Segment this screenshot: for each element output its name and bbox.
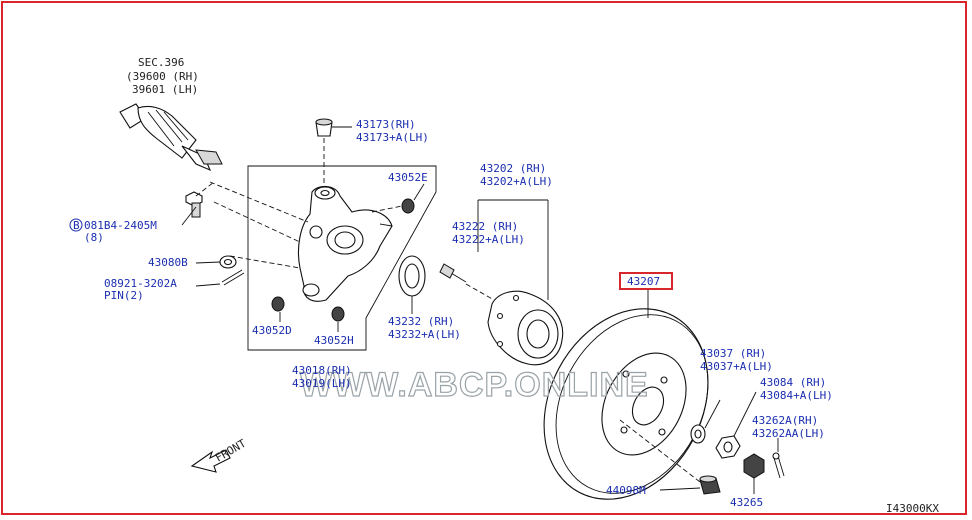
bushing-43052h[interactable] [331,306,345,322]
bolt-marker-circle [69,218,83,232]
label-43084-lh[interactable]: 43084+A(LH) [760,389,833,402]
label-43037-lh[interactable]: 43037+A(LH) [700,360,773,373]
label-pin-number[interactable]: 08921-3202A [104,277,177,290]
label-43052h[interactable]: 43052H [314,334,354,347]
washer-43037[interactable] [690,424,706,444]
label-43262-rh[interactable]: 43262A(RH) [752,414,818,427]
label-44098m[interactable]: 44098M [606,484,646,497]
label-bolt-number[interactable]: 081B4-2405M [84,219,157,232]
label-43052e[interactable]: 43052E [388,171,428,184]
bushing-43052e[interactable] [401,198,415,214]
bolt-44098m[interactable] [699,475,721,495]
front-arrow [190,449,231,473]
seal-43232[interactable] [398,255,426,297]
nut-cap[interactable] [743,453,765,479]
label-bolt-circle: B [73,219,80,232]
label-43265[interactable]: 43265 [730,496,763,509]
label-sec-lh: 39601 (LH) [132,83,198,96]
drive-shaft[interactable] [119,103,223,172]
label-43173-rh[interactable]: 43173(RH) [356,118,416,131]
label-sec-rh: (39600 (RH) [126,70,199,83]
knuckle-group-box [247,165,437,351]
label-43222-rh[interactable]: 43222 (RH) [452,220,518,233]
wheel-hub[interactable] [487,290,564,366]
drawing-code: I43000KX [886,502,939,515]
bushing-43173[interactable] [315,118,333,137]
washer-43080b[interactable] [219,255,237,269]
label-bolt-qty: (8) [84,231,104,244]
label-43262-lh[interactable]: 43262AA(LH) [752,427,825,440]
label-43222-lh[interactable]: 43222+A(LH) [452,233,525,246]
label-43202-lh[interactable]: 43202+A(LH) [480,175,553,188]
watermark: WWW.ABCP.ONLINE [300,366,649,404]
label-43207[interactable]: 43207 [627,275,660,288]
label-43232-rh[interactable]: 43232 (RH) [388,315,454,328]
label-front: FRONT [213,437,249,465]
knuckle-bolt[interactable] [185,191,203,218]
label-43232-lh[interactable]: 43232+A(LH) [388,328,461,341]
label-43037-rh[interactable]: 43037 (RH) [700,347,766,360]
label-sec: SEC.396 [138,56,184,69]
label-43202-rh[interactable]: 43202 (RH) [480,162,546,175]
label-43084-rh[interactable]: 43084 (RH) [760,376,826,389]
part-highlight-43207 [619,272,673,290]
hub-nut[interactable] [715,435,741,459]
label-pin-qty: PIN(2) [104,289,144,302]
cotter-pin[interactable] [221,269,245,286]
label-43019-lh[interactable]: 43019(LH) [292,377,352,390]
cotter-pin-43262[interactable] [772,452,785,479]
label-43080b[interactable]: 43080B [148,256,188,269]
brake-rotor[interactable] [512,280,740,520]
hub-bolt[interactable] [439,263,467,283]
label-43052d[interactable]: 43052D [252,324,292,337]
bushing-43052d[interactable] [271,296,285,312]
label-43018-rh[interactable]: 43018(RH) [292,364,352,377]
label-43173-lh[interactable]: 43173+A(LH) [356,131,429,144]
steering-knuckle[interactable] [297,185,393,302]
